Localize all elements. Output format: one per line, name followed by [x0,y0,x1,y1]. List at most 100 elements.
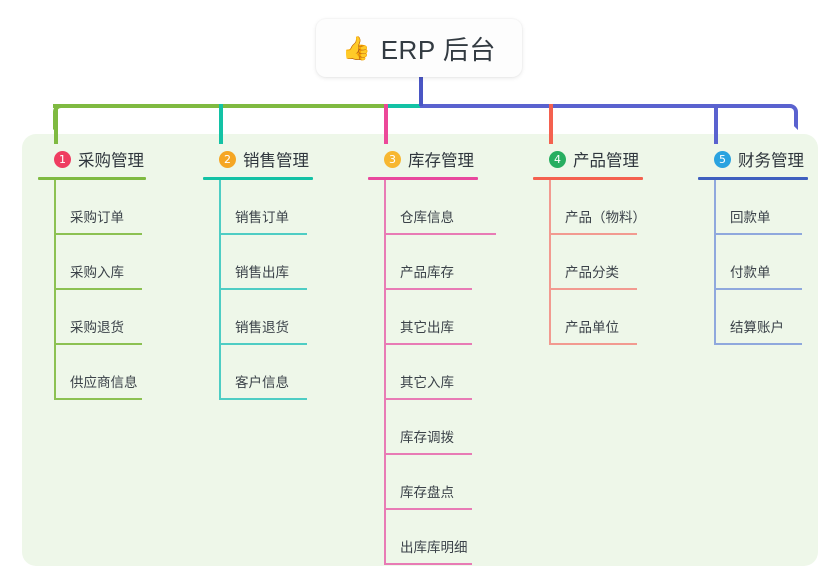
branch-header-5[interactable]: 5 财务管理 [698,146,808,172]
branch-title: 采购管理 [78,152,144,170]
leaf-label: 仓库信息 [400,210,454,225]
leaf-node[interactable]: 产品单位 [533,290,643,345]
leaf-underline [714,343,802,345]
leaf-label: 采购退货 [70,320,124,335]
leaf-node[interactable]: 采购退货 [38,290,146,345]
leaf-node[interactable]: 仓库信息 [368,180,496,235]
branch-title: 库存管理 [408,152,474,170]
branch-items: 采购订单采购入库采购退货供应商信息 [38,180,146,400]
leaf-label: 其它入库 [400,375,454,390]
branch-spine [384,180,386,565]
branch-drop-5 [714,104,718,144]
leaf-label: 销售订单 [235,210,289,225]
leaf-underline [219,288,307,290]
leaf-node[interactable]: 销售出库 [203,235,313,290]
branch-column-3[interactable]: 3 库存管理仓库信息产品库存其它出库其它入库库存调拨库存盘点出库库明细 [368,146,496,565]
leaf-underline [549,233,637,235]
leaf-underline [54,233,142,235]
leaf-node[interactable]: 出库库明细 [368,510,478,565]
branch-header-4[interactable]: 4 产品管理 [533,146,643,172]
root-stem-connector [419,74,423,106]
leaf-underline [384,563,472,565]
leaf-underline [714,288,802,290]
root-node[interactable]: 👍 ERP 后台 [316,19,522,77]
leaf-node[interactable]: 产品库存 [368,235,478,290]
leaf-node[interactable]: 客户信息 [203,345,313,400]
branch-items: 回款单付款单结算账户 [698,180,808,345]
leaf-underline [54,398,142,400]
leaf-underline [384,508,472,510]
branch-underline [368,177,478,180]
leaf-label: 结算账户 [730,320,784,335]
leaf-underline [54,343,142,345]
leaf-label: 供应商信息 [70,375,138,390]
leaf-node[interactable]: 其它入库 [368,345,478,400]
leaf-label: 销售出库 [235,265,289,280]
leaf-node[interactable]: 库存调拨 [368,400,478,455]
leaf-node[interactable]: 回款单 [698,180,808,235]
branch-drop-3 [384,104,388,144]
leaf-label: 其它出库 [400,320,454,335]
leaf-underline [384,398,472,400]
leaf-underline [384,343,472,345]
bus-elbow-right [772,104,798,130]
branch-column-5[interactable]: 5 财务管理回款单付款单结算账户 [698,146,808,345]
leaf-node[interactable]: 采购入库 [38,235,146,290]
leaf-underline [384,453,472,455]
thumbs-up-icon: 👍 [342,34,371,61]
leaf-underline [384,233,496,235]
leaf-node[interactable]: 销售退货 [203,290,313,345]
branch-header-3[interactable]: 3 库存管理 [368,146,478,172]
leaf-node[interactable]: 付款单 [698,235,808,290]
branch-spine [219,180,221,400]
branch-header-2[interactable]: 2 销售管理 [203,146,313,172]
branch-column-4[interactable]: 4 产品管理产品（物料） 产品分类产品单位 [533,146,646,345]
leaf-label: 回款单 [730,210,771,225]
branch-underline [203,177,313,180]
leaf-node[interactable]: 产品（物料） [533,180,646,235]
branch-underline [698,177,808,180]
branch-title: 财务管理 [738,152,804,170]
branch-index-badge: 1 [54,150,71,168]
bus-segment-blue [420,104,790,108]
leaf-underline [549,288,637,290]
branch-underline [38,177,146,180]
branch-underline [533,177,643,180]
branch-index-badge: 3 [384,150,401,168]
branch-items: 产品（物料） 产品分类产品单位 [533,180,646,345]
leaf-label: 产品（物料） [565,210,646,225]
branch-index-badge: 4 [549,150,566,168]
branches-panel [22,134,818,566]
leaf-label: 产品分类 [565,265,619,280]
branch-title: 产品管理 [573,152,639,170]
branch-items: 销售订单销售出库销售退货客户信息 [203,180,313,400]
leaf-label: 产品单位 [565,320,619,335]
leaf-label: 付款单 [730,265,771,280]
leaf-underline [219,343,307,345]
leaf-node[interactable]: 销售订单 [203,180,313,235]
branch-spine [54,180,56,400]
branch-column-1[interactable]: 1 采购管理采购订单采购入库采购退货供应商信息 [38,146,146,400]
leaf-underline [714,233,802,235]
leaf-label: 采购订单 [70,210,124,225]
leaf-underline [219,398,307,400]
leaf-node[interactable]: 结算账户 [698,290,808,345]
branch-spine [549,180,551,345]
leaf-node[interactable]: 其它出库 [368,290,478,345]
branch-index-badge: 5 [714,150,731,168]
bus-segment-teal [386,104,422,108]
leaf-label: 采购入库 [70,265,124,280]
leaf-node[interactable]: 供应商信息 [38,345,146,400]
leaf-node[interactable]: 采购订单 [38,180,146,235]
branch-header-1[interactable]: 1 采购管理 [38,146,146,172]
branch-title: 销售管理 [243,152,309,170]
leaf-node[interactable]: 库存盘点 [368,455,478,510]
branch-column-2[interactable]: 2 销售管理销售订单销售出库销售退货客户信息 [203,146,313,400]
branch-spine [714,180,716,345]
root-title: ERP 后台 [380,34,496,65]
leaf-label: 出库库明细 [400,540,468,555]
branch-index-badge: 2 [219,150,236,168]
leaf-underline [54,288,142,290]
leaf-node[interactable]: 产品分类 [533,235,643,290]
